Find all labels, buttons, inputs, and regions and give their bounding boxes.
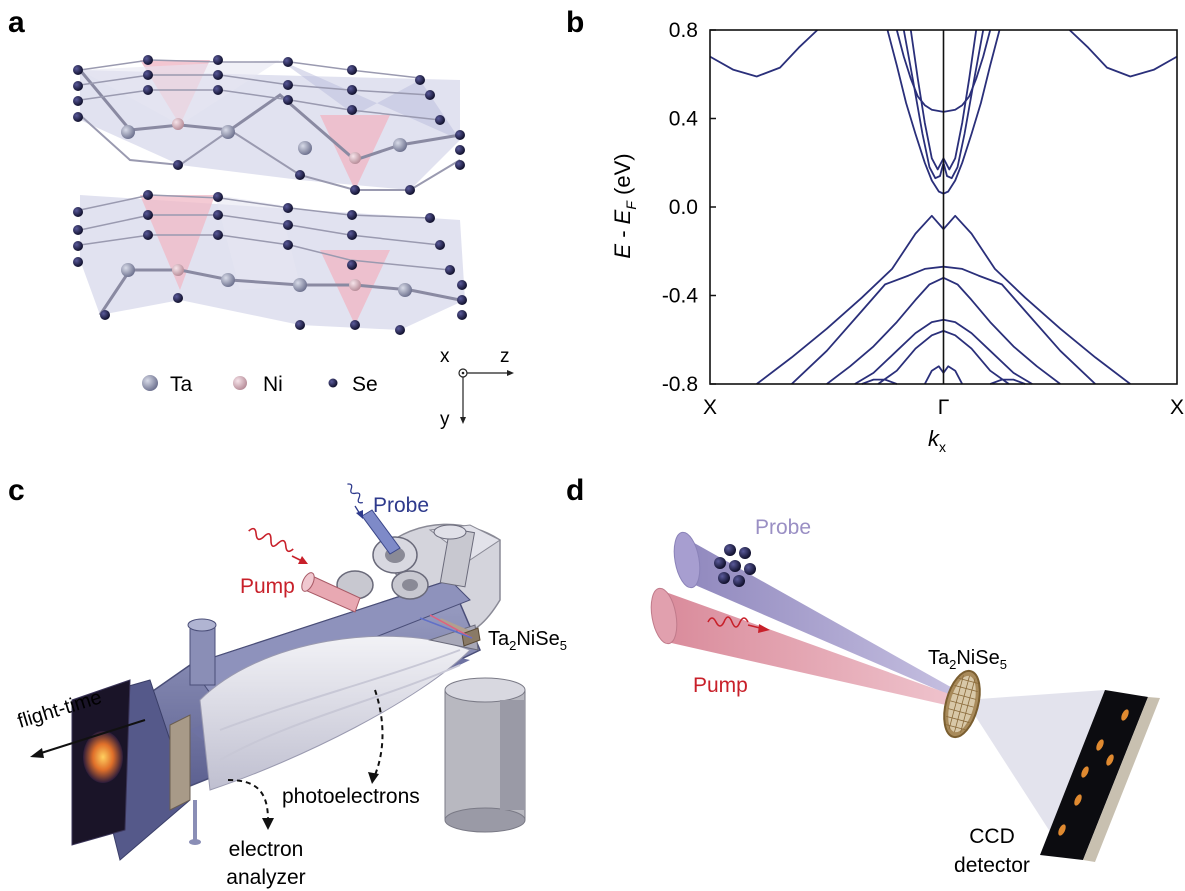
y-ticks-group: 0.8 0.4 0.0 -0.4 -0.8: [662, 19, 716, 396]
y-axis-label: E - EF (eV): [610, 153, 639, 258]
support-pedestal: [444, 677, 526, 833]
photoelectrons-label: photoelectrons: [282, 785, 420, 808]
sample-label-d: Ta2NiSe5: [928, 647, 1007, 672]
pump-cone: [650, 587, 968, 710]
crystal-structure: [73, 55, 467, 335]
panel-letter-b: b: [566, 6, 584, 39]
x-tick-label-2: X: [1170, 396, 1184, 419]
analyzer-chamber: [71, 579, 481, 861]
atom-legend: Ta Ni Se: [142, 373, 378, 396]
y-tick-label-0: 0.8: [669, 19, 698, 42]
ni-atoms: [172, 118, 361, 291]
coordinate-axes: x z y: [440, 346, 514, 430]
y-tick-label-2: 0.0: [669, 196, 698, 219]
x-tick-label-1: Γ: [938, 396, 950, 419]
legend-se-label: Se: [352, 373, 378, 396]
axis-z-label: z: [500, 346, 510, 367]
probe-port: [361, 509, 401, 555]
ccd-label-line2: detector: [954, 854, 1030, 877]
ta-atoms: [121, 125, 412, 297]
pump-pulse-icon-d: [707, 616, 770, 633]
se-atoms: [73, 55, 467, 335]
electron-bunch: [714, 544, 756, 587]
pump-pulse-icon: [248, 527, 308, 564]
pump-label-d: Pump: [693, 674, 748, 697]
legend-ni-marker: [233, 376, 247, 390]
panel-letter-a: a: [8, 6, 25, 39]
analyzer-label-line2: analyzer: [226, 866, 305, 889]
legend-se-marker: [328, 378, 338, 388]
y-tick-label-3: -0.4: [662, 285, 699, 308]
ccd-detector: [1040, 690, 1160, 862]
sample-holder: [419, 614, 481, 647]
x-axis-label: kx: [928, 426, 946, 455]
probe-label-d: Probe: [755, 516, 811, 539]
pump-label-c: Pump: [240, 575, 295, 598]
x-tick-label-0: X: [703, 396, 717, 419]
probe-pulse-icon: [347, 483, 363, 519]
axis-x-label: x: [440, 346, 450, 367]
analyzer-label-line1: electron: [229, 838, 304, 861]
probe-label-c: Probe: [373, 494, 429, 517]
sample-label-c: Ta2NiSe5: [488, 628, 567, 653]
pump-port: [301, 572, 361, 613]
axis-y-label: y: [440, 409, 450, 430]
band-line-14: [989, 378, 1026, 385]
analyzer-arrow: [227, 779, 274, 830]
panel-letter-d: d: [566, 474, 584, 507]
photoelectrons-arrow: [368, 689, 384, 784]
y-tick-label-4: -0.8: [662, 373, 698, 396]
diffraction-setup: Probe Pump Ta2NiSe5 CCD detector: [650, 516, 1160, 877]
probe-cone: [673, 531, 968, 703]
crystal-lower-layer: [79, 194, 465, 330]
legend-ni-label: Ni: [263, 373, 283, 396]
crystal-upper-layer: [78, 59, 461, 191]
y-tick-label-1: 0.4: [669, 108, 699, 131]
legend-ta-marker: [142, 375, 158, 391]
flight-time-arrow: [30, 719, 146, 758]
band-structure-chart: 0.8 0.4 0.0 -0.4 -0.8 X Γ X E - EF (eV) kx: [610, 19, 1184, 455]
legend-ta-label: Ta: [170, 373, 193, 396]
panel-letter-c: c: [8, 474, 25, 507]
band-line-2: [1068, 29, 1178, 78]
band-line-13: [861, 378, 898, 385]
band-line-1: [709, 29, 819, 78]
trarpes-apparatus: Probe Pump Ta2NiSe5 flight-time photoele…: [15, 483, 567, 889]
ccd-label-line1: CCD: [969, 825, 1015, 848]
sample-grid: [943, 669, 981, 739]
